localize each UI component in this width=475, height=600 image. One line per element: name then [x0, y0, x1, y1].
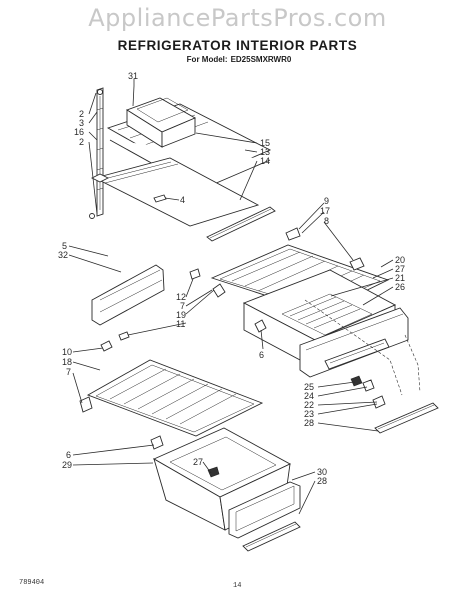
callout-6: 6: [66, 450, 71, 460]
callout-8: 8: [324, 216, 329, 226]
shelf-ladder-rail: [96, 87, 104, 217]
shelf-bracket-right: [349, 257, 365, 271]
callout-7: 7: [180, 301, 185, 311]
control-knob: [350, 375, 363, 387]
shelf-clip: [153, 194, 167, 203]
watermark-text: AppliancePartsPros.com: [88, 4, 387, 32]
shelf-bracket-left: [285, 227, 301, 241]
drawer-divider-clip: [207, 466, 220, 478]
model-label: For Model:: [186, 55, 228, 64]
callout-21: 21: [395, 273, 405, 283]
lower-trim-strip: [242, 521, 301, 552]
callout-16: 16: [74, 127, 84, 137]
callout-27: 27: [395, 264, 405, 274]
callout-6: 6: [259, 350, 264, 360]
callout-5: 5: [62, 241, 67, 251]
page-number: 14: [233, 582, 242, 590]
control-guide: [362, 379, 375, 392]
assembly-guide: [404, 334, 421, 393]
model-subtitle: For Model:ED25SMXRWR0: [0, 55, 475, 64]
drawer-slide-left: [212, 283, 226, 298]
callout-18: 18: [62, 357, 72, 367]
middle-trim-strip: [374, 402, 439, 434]
control-bracket: [372, 395, 386, 409]
rail-screw-top: [97, 89, 103, 95]
lower-glass-shelf: [86, 359, 264, 437]
callout-2: 2: [79, 109, 84, 119]
shelf-support: [100, 340, 113, 352]
callout-29: 29: [62, 460, 72, 470]
callout-27: 27: [193, 457, 203, 467]
callout-25: 25: [304, 382, 314, 392]
drawer-slide-right: [254, 319, 267, 333]
leader-lines: [68, 79, 394, 515]
page-title: REFRIGERATOR INTERIOR PARTS: [117, 38, 358, 53]
callout-4: 4: [180, 195, 185, 205]
callout-3: 3: [79, 118, 84, 128]
model-number: ED25SMXRWR0: [230, 55, 292, 64]
callout-24: 24: [304, 391, 314, 401]
callout-9: 9: [324, 196, 329, 206]
callout-11: 11: [176, 319, 185, 329]
callout-12: 12: [176, 292, 186, 302]
callout-20: 20: [395, 255, 405, 265]
callout-23: 23: [304, 409, 314, 419]
callout-14: 14: [260, 156, 270, 166]
callout-19: 19: [176, 310, 186, 320]
pivot-pin: [189, 268, 201, 280]
upper-crisper-cover: [90, 157, 260, 227]
callout-17: 17: [320, 206, 330, 216]
lower-drawer-front: [228, 481, 301, 539]
callout-10: 10: [62, 347, 72, 357]
callout-numbers: 31 2 3 16 2 15 13 14 4 5 32 9 17 8 20 27…: [58, 71, 405, 486]
callout-13: 13: [260, 147, 270, 157]
left-support-strip: [91, 264, 165, 326]
small-clip: [118, 331, 130, 341]
rail-screw-bottom: [89, 213, 95, 219]
callout-31: 31: [128, 71, 138, 81]
callout-15: 15: [260, 138, 270, 148]
lower-shelf-bracket: [79, 396, 93, 413]
callout-7: 7: [66, 367, 71, 377]
callout-26: 26: [395, 282, 405, 292]
lower-shelf-support: [150, 435, 164, 450]
callout-22: 22: [304, 400, 314, 410]
callout-32: 32: [58, 250, 68, 260]
humidity-control-slide: [324, 338, 390, 370]
callout-2: 2: [79, 137, 84, 147]
document-number: 789404: [19, 579, 45, 587]
callout-30: 30: [317, 467, 327, 477]
cover-trim-strip: [206, 206, 276, 242]
utility-bin: [125, 97, 197, 148]
drawer-front-panel: [299, 307, 409, 378]
callout-28: 28: [304, 418, 314, 428]
callout-28: 28: [317, 476, 327, 486]
